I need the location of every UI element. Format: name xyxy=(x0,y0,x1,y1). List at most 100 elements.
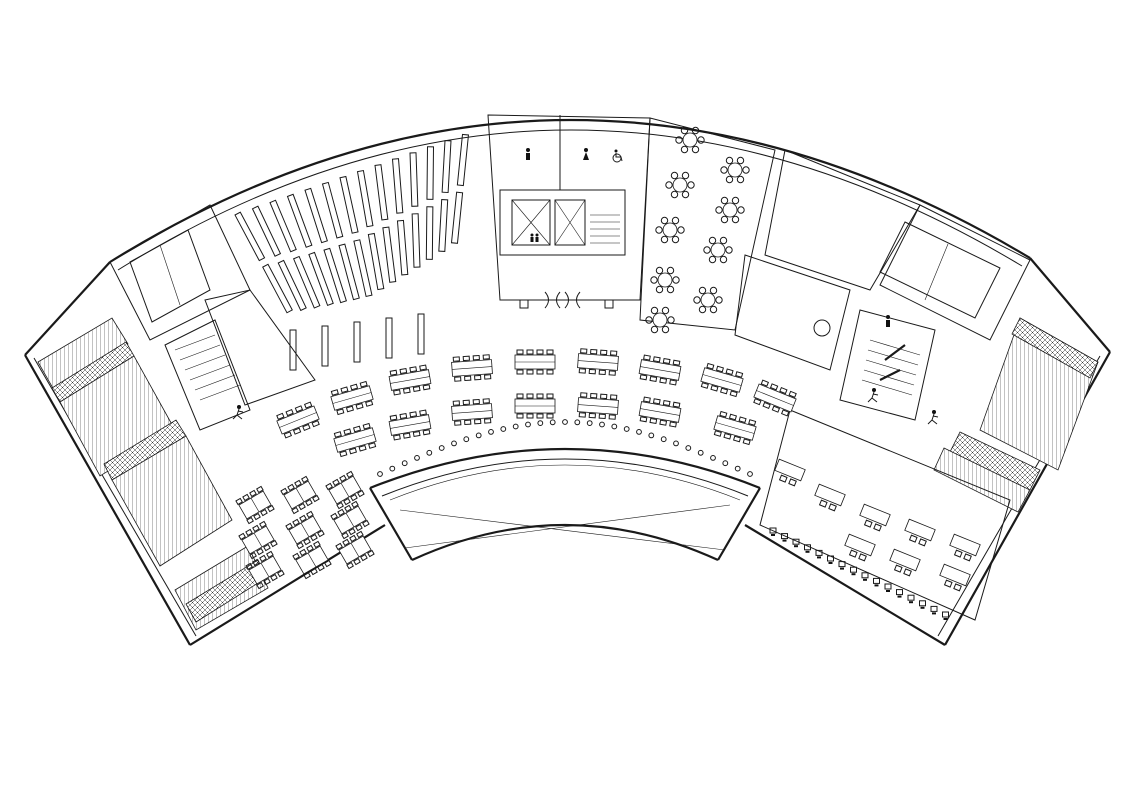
study-table xyxy=(330,380,374,416)
reading-desk-rows xyxy=(234,133,470,371)
round-table-cluster xyxy=(665,171,695,199)
round-table-cluster xyxy=(703,236,733,264)
study-table xyxy=(713,410,757,446)
reading-desk xyxy=(356,170,385,291)
emergency-exit-icon xyxy=(867,388,879,403)
reading-desk xyxy=(417,313,425,355)
central-core xyxy=(487,114,651,309)
study-table xyxy=(235,485,275,525)
workstation-chair xyxy=(884,583,892,590)
reading-desk xyxy=(321,181,360,301)
left-stair xyxy=(174,334,241,401)
study-table xyxy=(285,510,325,550)
emergency-exit-icon xyxy=(927,410,939,425)
workstation-chair xyxy=(919,600,926,607)
study-table xyxy=(245,550,285,590)
central-study-tables xyxy=(276,348,797,477)
study-table xyxy=(330,500,370,540)
computer xyxy=(794,545,798,548)
study-table xyxy=(638,396,682,428)
reading-desk xyxy=(374,164,397,283)
computer xyxy=(851,573,856,576)
reading-desk xyxy=(353,321,361,363)
reading-desk xyxy=(385,317,393,359)
study-table xyxy=(638,354,682,386)
computer xyxy=(840,567,844,570)
reading-desk xyxy=(289,329,297,371)
work-desk xyxy=(904,518,936,547)
chair xyxy=(648,432,655,439)
accessible-toilet-icon xyxy=(612,149,623,163)
chair xyxy=(697,449,704,456)
chair xyxy=(562,419,568,425)
emergency-exit-icon xyxy=(232,405,244,420)
computer xyxy=(771,534,775,536)
workstation-chair xyxy=(769,527,777,534)
chair xyxy=(734,465,741,472)
restroom-women-icon xyxy=(583,148,589,160)
reading-desk xyxy=(409,152,421,268)
workstation-chair xyxy=(873,577,880,584)
chair xyxy=(512,423,519,430)
workstation-chair xyxy=(861,572,869,579)
round-table-cluster xyxy=(650,266,680,294)
reading-desk xyxy=(269,199,321,309)
chair xyxy=(475,432,482,439)
chair xyxy=(623,426,630,432)
workstation-chair xyxy=(781,533,788,540)
study-table xyxy=(700,362,744,398)
reading-desk xyxy=(391,158,409,276)
chair xyxy=(673,440,679,447)
chair xyxy=(660,436,667,443)
work-desk xyxy=(859,503,891,532)
chair xyxy=(722,460,729,467)
study-table xyxy=(753,379,797,417)
chair xyxy=(500,426,507,432)
chair xyxy=(710,455,716,461)
chair xyxy=(549,419,556,426)
chair xyxy=(537,420,544,427)
workstation-chair xyxy=(815,549,823,556)
right-stack-wing xyxy=(933,317,1099,513)
computer xyxy=(874,584,879,587)
chair xyxy=(611,423,618,430)
computer xyxy=(828,562,833,564)
study-table xyxy=(451,354,493,382)
work-desk xyxy=(814,483,846,512)
computer xyxy=(932,612,936,615)
workstation-chair xyxy=(792,538,800,545)
study-table xyxy=(577,392,619,420)
restroom-men-icon xyxy=(526,148,530,160)
round-table-cluster xyxy=(720,156,750,184)
study-table xyxy=(238,520,278,560)
workroom-desks xyxy=(769,458,981,620)
lower-right-workroom xyxy=(759,409,1011,621)
elevator-people-icon xyxy=(530,233,539,242)
reading-desk xyxy=(339,175,373,298)
chair xyxy=(747,471,753,477)
study-table xyxy=(276,401,320,439)
reading-desk xyxy=(251,205,307,312)
study-table xyxy=(577,348,619,376)
study-table xyxy=(388,409,432,441)
chair xyxy=(426,449,433,456)
study-table xyxy=(514,393,556,419)
study-table xyxy=(388,364,432,396)
chair xyxy=(488,429,494,435)
chair xyxy=(599,421,605,428)
computer xyxy=(909,601,913,604)
workstation-chair xyxy=(804,544,811,551)
reading-desk xyxy=(450,133,470,244)
chair xyxy=(685,445,692,451)
reading-desk xyxy=(425,146,435,260)
workstation-chair xyxy=(907,594,915,601)
computer xyxy=(886,590,890,592)
chair xyxy=(574,419,581,426)
reading-desk xyxy=(234,211,293,314)
round-table-cluster xyxy=(645,306,675,334)
workstation-chair xyxy=(930,605,938,612)
workstation-chair xyxy=(838,561,846,568)
computer xyxy=(782,539,787,542)
study-table xyxy=(325,470,365,510)
work-desk xyxy=(949,533,981,562)
